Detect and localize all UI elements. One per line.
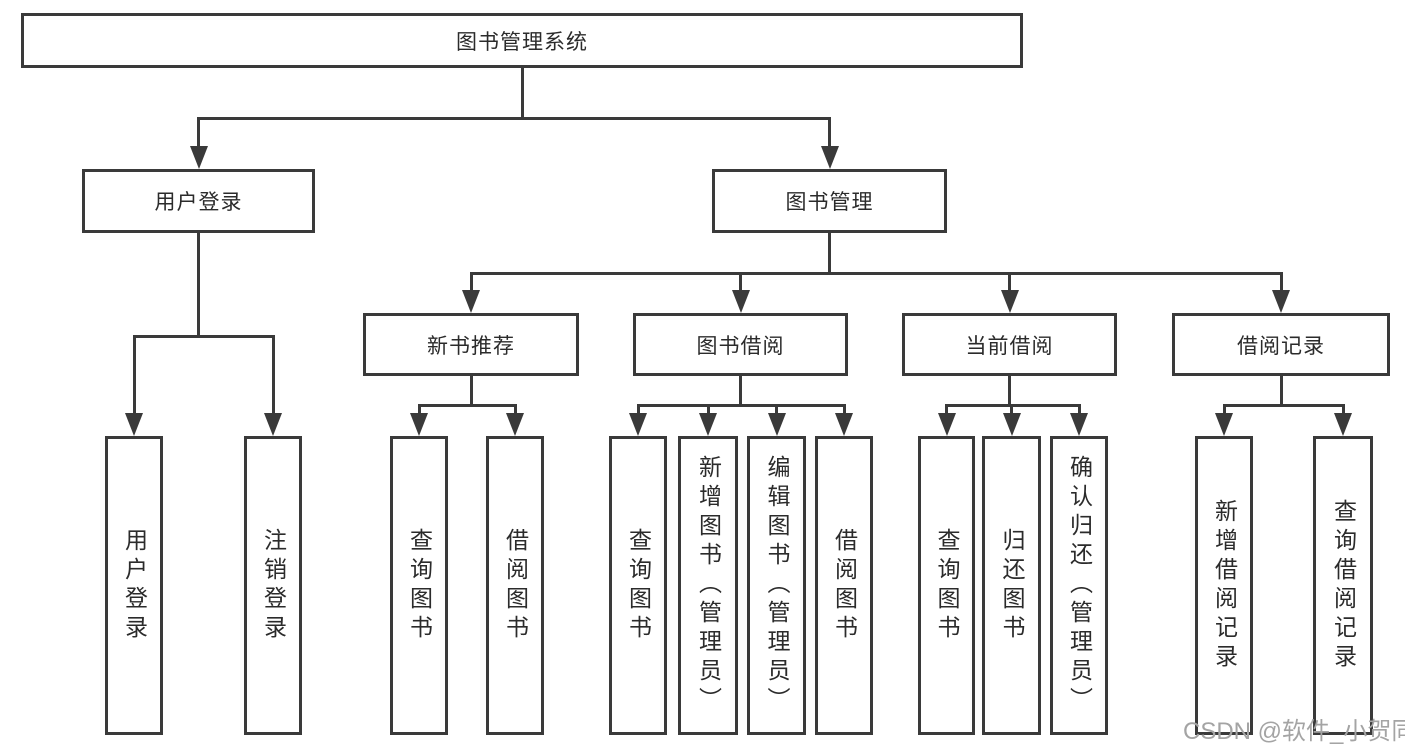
node-label-login-do: 用户登录 (121, 527, 148, 644)
node-rec: 新书推荐 (363, 313, 579, 376)
arrowhead-down-icon (1002, 413, 1021, 436)
connector-line (706, 405, 710, 416)
connector-line (132, 336, 136, 416)
connector-line (1279, 376, 1283, 405)
connector-line (828, 118, 831, 149)
watermark: CSDN @软件_小贺同学 (1183, 718, 1405, 745)
node-root: 图书管理系统 (21, 13, 1023, 68)
node-label-login: 用户登录 (154, 191, 243, 214)
connector-line (1222, 403, 1345, 407)
arrowhead-down-icon (125, 413, 143, 436)
connector-line (636, 405, 640, 416)
arrowhead-down-icon (699, 413, 717, 436)
node-label-h-query: 查询借阅记录 (1330, 498, 1357, 673)
arrowhead-down-icon (937, 413, 956, 436)
connector-line (739, 273, 742, 293)
node-b-add: 新增图书（管理员） (678, 436, 738, 735)
connector-line (775, 405, 778, 416)
arrowhead-down-icon (264, 413, 282, 436)
node-h-query: 查询借阅记录 (1313, 436, 1373, 735)
arrowhead-down-icon (820, 146, 839, 169)
node-label-b-edit: 编辑图书（管理员） (764, 455, 790, 716)
connector-line (1010, 405, 1013, 416)
node-h-add: 新增借阅记录 (1195, 436, 1253, 735)
node-label-borrow: 图书借阅 (696, 334, 785, 358)
connector-line (197, 233, 200, 336)
connector-line (1008, 273, 1011, 293)
arrowhead-down-icon (189, 146, 208, 169)
node-c-return: 归还图书 (982, 436, 1041, 735)
connector-line (271, 336, 275, 416)
connector-line (417, 405, 421, 416)
arrowhead-down-icon (410, 413, 428, 436)
connector-line (1077, 405, 1081, 416)
node-label-b-borrow: 借阅图书 (831, 527, 858, 644)
connector-line (636, 403, 846, 407)
node-b-query: 查询图书 (609, 436, 667, 735)
arrowhead-down-icon (767, 413, 786, 436)
node-c-query: 查询图书 (918, 436, 975, 735)
arrowhead-down-icon (462, 290, 480, 313)
node-label-current: 当前借阅 (965, 334, 1054, 358)
node-rec-borrow: 借阅图书 (486, 436, 544, 735)
connector-line (132, 334, 275, 338)
node-label-c-confirm: 确认归还（管理员） (1066, 455, 1093, 716)
arrowhead-down-icon (835, 413, 853, 436)
connector-line (417, 403, 517, 407)
node-label-c-return: 归还图书 (999, 527, 1025, 644)
node-label-b-query: 查询图书 (625, 527, 652, 644)
arrowhead-down-icon (1000, 290, 1019, 313)
node-login-do: 用户登录 (105, 436, 163, 735)
arrowhead-down-icon (629, 413, 647, 436)
connector-line (1341, 405, 1345, 416)
arrowhead-down-icon (506, 413, 524, 436)
connector-line (197, 116, 831, 120)
node-label-root: 图书管理系统 (456, 30, 588, 54)
node-mgmt: 图书管理 (712, 169, 947, 233)
node-label-history: 借阅记录 (1237, 334, 1325, 358)
node-label-h-add: 新增借阅记录 (1211, 498, 1238, 673)
connector-line (828, 233, 831, 273)
connector-line (739, 376, 742, 405)
connector-line (1279, 273, 1283, 293)
node-history: 借阅记录 (1172, 313, 1390, 376)
arrowhead-down-icon (731, 290, 750, 313)
arrowhead-down-icon (1272, 290, 1290, 313)
node-label-mgmt: 图书管理 (785, 191, 874, 214)
connector-line (1222, 405, 1226, 416)
node-c-confirm: 确认归还（管理员） (1050, 436, 1108, 735)
arrowhead-down-icon (1334, 413, 1352, 436)
connector-line (842, 405, 846, 416)
arrowhead-down-icon (1070, 413, 1088, 436)
node-borrow: 图书借阅 (633, 313, 848, 376)
node-label-rec-borrow: 借阅图书 (502, 527, 529, 644)
arrowhead-down-icon (1215, 413, 1233, 436)
connector-line (197, 118, 200, 149)
node-b-borrow: 借阅图书 (815, 436, 873, 735)
connector-line (469, 376, 473, 405)
connector-line (945, 405, 948, 416)
node-label-c-query: 查询图书 (934, 527, 960, 644)
node-label-login-out: 注销登录 (260, 527, 287, 644)
node-label-rec: 新书推荐 (427, 334, 515, 358)
node-b-edit: 编辑图书（管理员） (747, 436, 806, 735)
connector-line (513, 405, 517, 416)
node-login-out: 注销登录 (244, 436, 302, 735)
connector-line (1008, 376, 1011, 405)
node-rec-query: 查询图书 (390, 436, 448, 735)
connector-line (469, 273, 473, 293)
node-login: 用户登录 (82, 169, 315, 233)
node-label-b-add: 新增图书（管理员） (695, 455, 722, 716)
connector-line (469, 271, 1283, 275)
node-current: 当前借阅 (902, 313, 1117, 376)
node-label-rec-query: 查询图书 (406, 527, 433, 644)
connector-line (520, 68, 524, 118)
